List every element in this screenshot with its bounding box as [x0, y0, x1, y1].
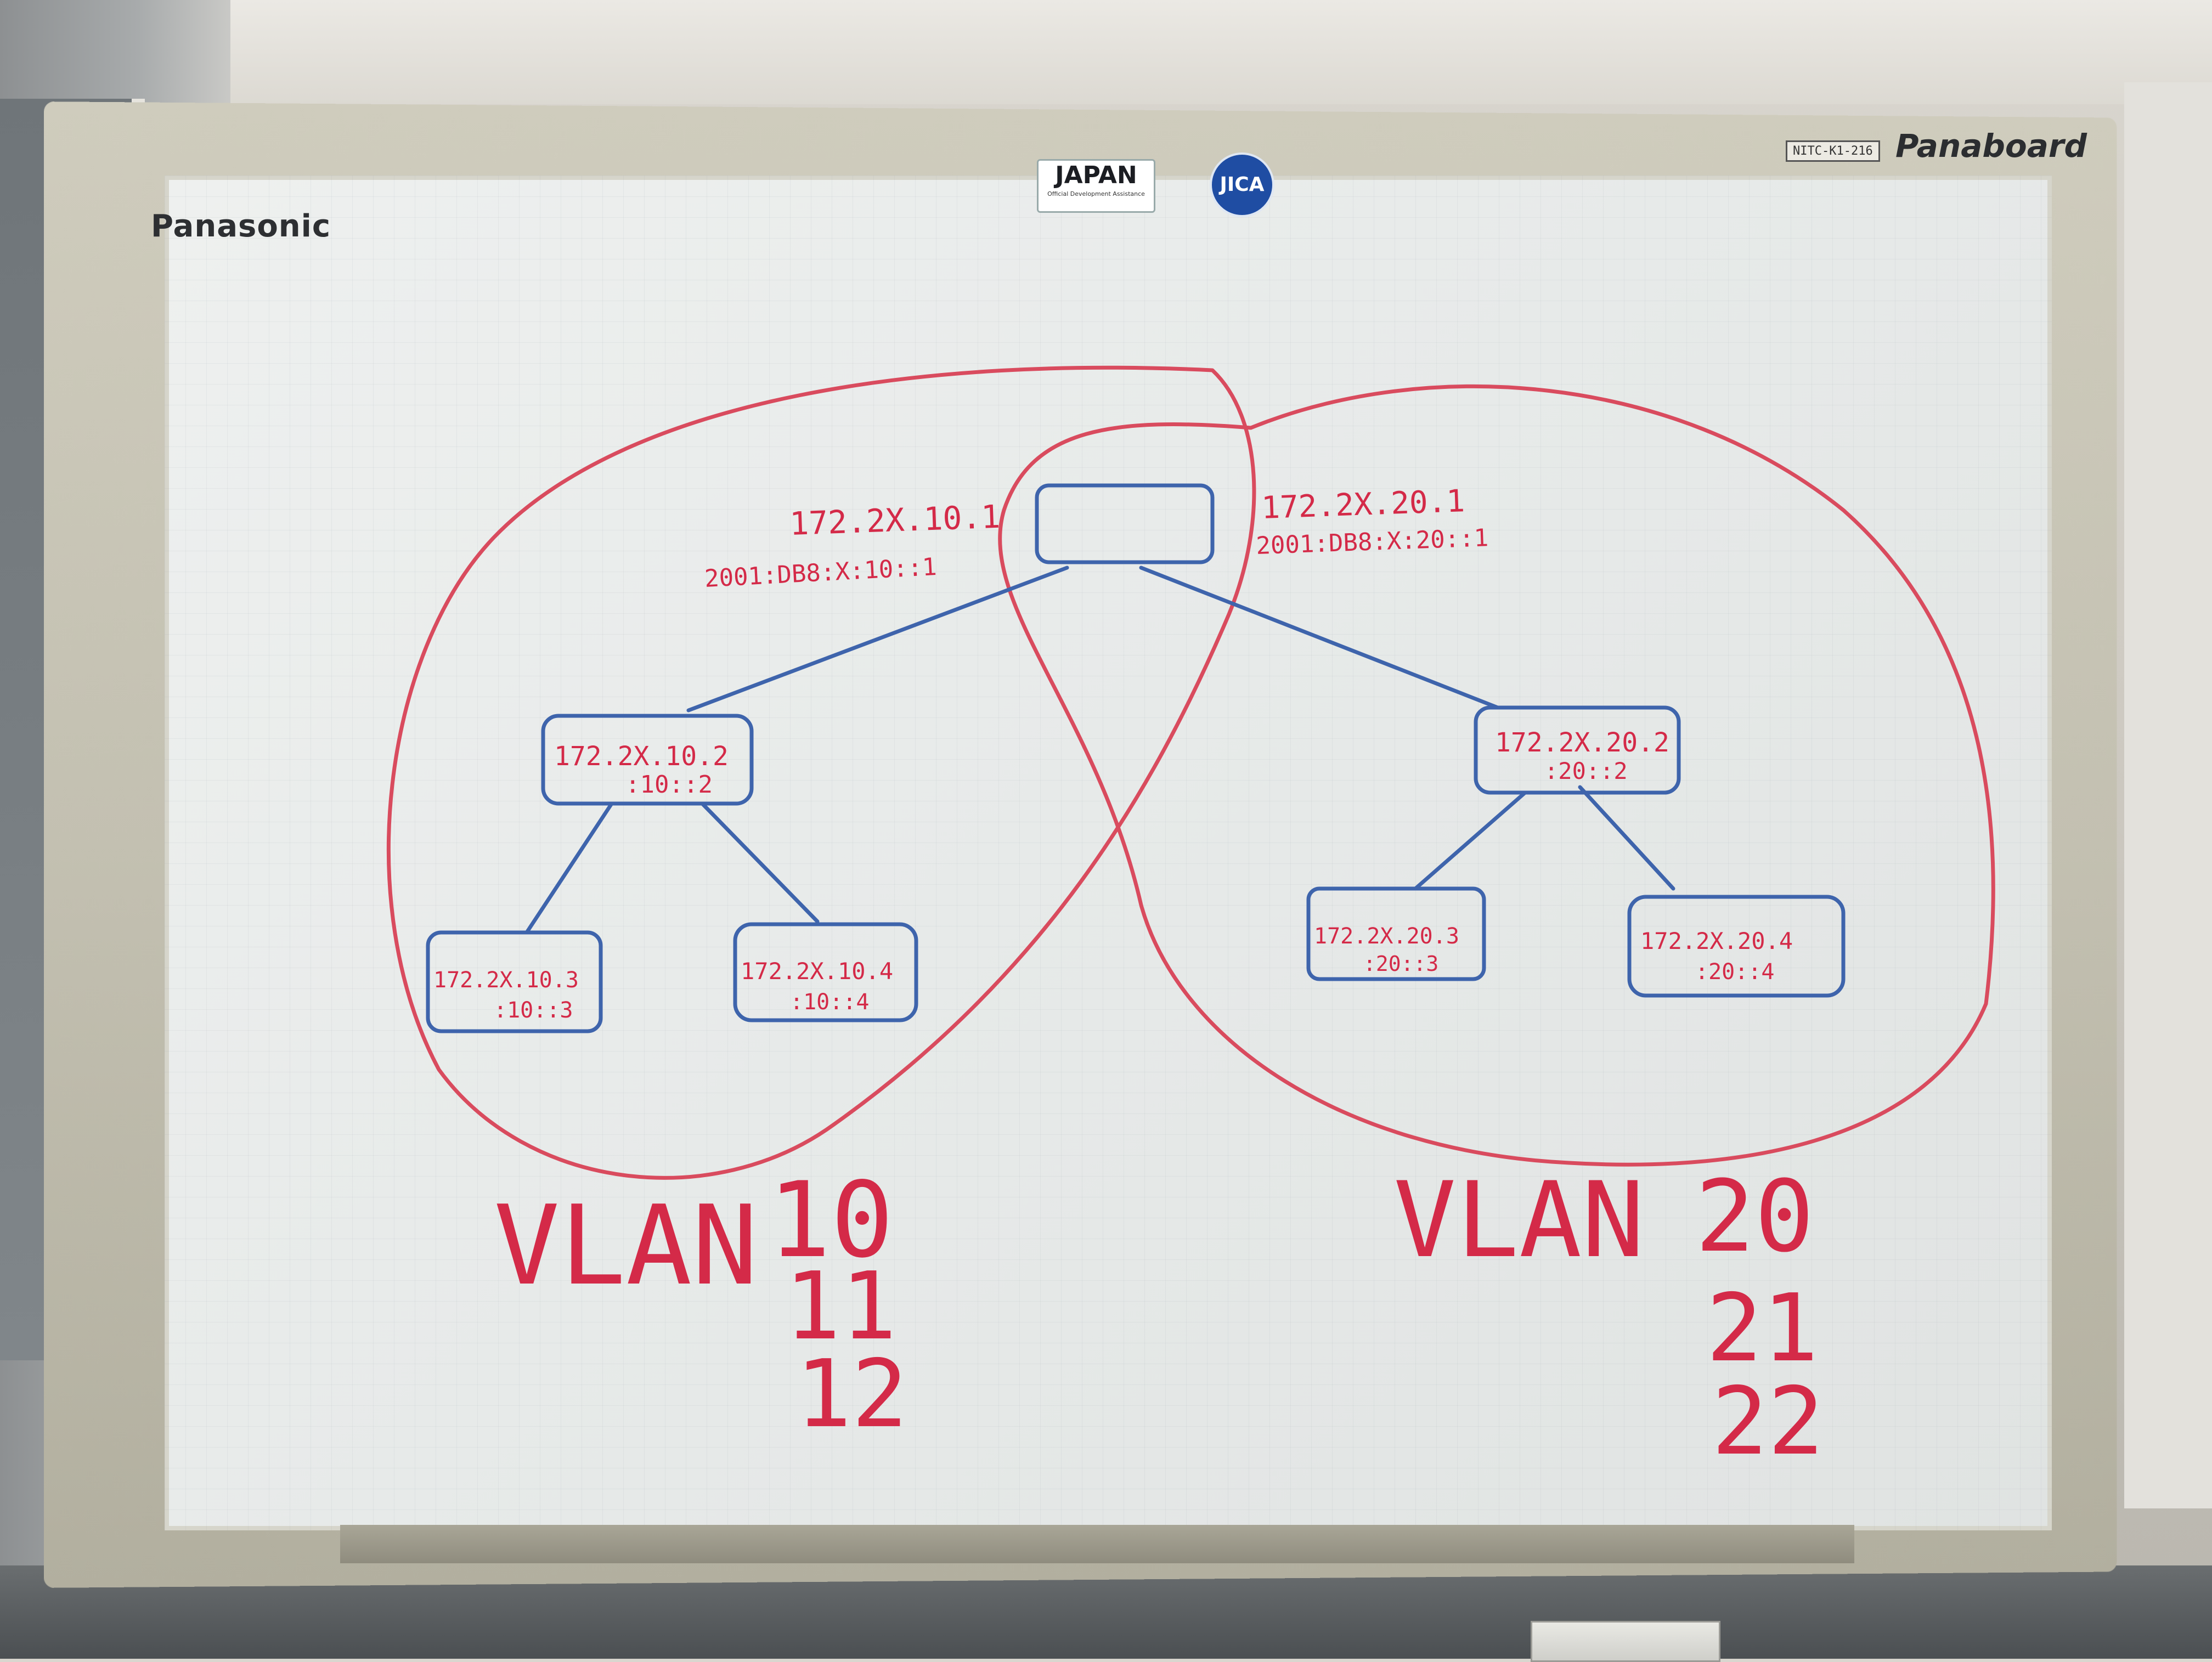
marker-tray	[340, 1525, 1854, 1563]
japan-oda-sticker: JAPAN Official Development Assistance	[1037, 159, 1155, 213]
board-eraser	[1531, 1621, 1720, 1662]
sticker-country: JAPAN	[1039, 161, 1154, 190]
right-wall	[2124, 82, 2212, 1508]
jica-sticker: JICA	[1210, 152, 1274, 217]
whiteboard-grid	[165, 176, 2052, 1530]
brand-logo-panaboard: Panaboard	[1895, 127, 2087, 165]
ceiling	[0, 0, 2212, 104]
sticker-subtitle: Official Development Assistance	[1039, 190, 1154, 197]
brand-logo-panasonic: Panasonic	[151, 208, 331, 244]
whiteboard-surface	[165, 176, 2052, 1530]
model-tag: NITC-K1-216	[1786, 140, 1880, 162]
